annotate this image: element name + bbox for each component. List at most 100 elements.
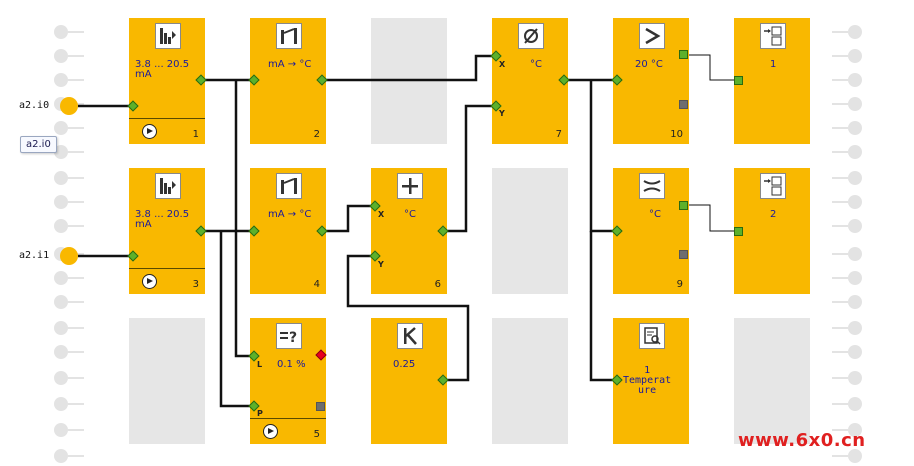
- input-pin[interactable]: [611, 74, 623, 86]
- compare-block-5[interactable]: ? 0.1 % L P 5: [248, 318, 327, 444]
- empty-slot: [734, 318, 810, 444]
- block-number: 3: [192, 279, 199, 290]
- terminal-bulb: [832, 121, 862, 135]
- terminal-bulb: [832, 321, 862, 335]
- block-number: 9: [676, 279, 683, 290]
- divider: [129, 268, 205, 269]
- wire: [688, 204, 738, 232]
- input-indicator[interactable]: [734, 227, 743, 236]
- input-pin[interactable]: [127, 100, 139, 112]
- output-block-2[interactable]: 2: [734, 168, 810, 294]
- block-value: 3.8 ... 20.5 mA: [135, 59, 190, 80]
- convert-block-2[interactable]: mA → °C 2: [248, 18, 328, 144]
- terminal-bulb: [54, 371, 84, 385]
- play-icon[interactable]: [142, 274, 157, 289]
- empty-slot: [129, 318, 205, 444]
- empty-slot: [492, 318, 568, 444]
- convert-icon: [276, 173, 302, 199]
- terminal-bulb: [54, 195, 84, 209]
- input-pin[interactable]: [611, 225, 623, 237]
- block-value: 1 Temperat ure: [623, 365, 672, 396]
- block-value: °C: [404, 209, 416, 220]
- output-indicator-off: [679, 100, 688, 109]
- block-value: 20 °C: [635, 59, 663, 70]
- output-block-1[interactable]: 1: [734, 18, 810, 144]
- input-pin[interactable]: [611, 374, 623, 386]
- monitor-block[interactable]: 1 Temperat ure: [611, 318, 689, 444]
- block-number: 7: [555, 129, 562, 140]
- terminal-bulb: [54, 145, 84, 159]
- output-switch-icon: [760, 23, 786, 49]
- divider: [129, 118, 205, 119]
- analog-scale-icon: [155, 23, 181, 49]
- block-value: mA → °C: [268, 59, 312, 70]
- input-tooltip: a2.i0: [20, 136, 57, 153]
- terminal-bulb: [54, 171, 84, 185]
- output-indicator-on[interactable]: [679, 201, 688, 210]
- terminal-bulb: [832, 73, 862, 87]
- block-number: 4: [313, 279, 320, 290]
- input-pin[interactable]: [248, 74, 260, 86]
- input-pin[interactable]: [127, 250, 139, 262]
- output-pin-alarm[interactable]: [315, 349, 327, 361]
- block-value: °C: [649, 209, 661, 220]
- input-terminal-a2-i0[interactable]: [60, 97, 78, 115]
- convert-block-4[interactable]: mA → °C 4: [248, 168, 328, 294]
- terminal-bulb: [832, 449, 862, 463]
- block-value: 0.25: [393, 359, 416, 370]
- output-indicator-on[interactable]: [679, 50, 688, 59]
- analog-scale-icon: [155, 173, 181, 199]
- terminal-bulb: [54, 345, 84, 359]
- output-pin[interactable]: [195, 74, 207, 86]
- wire: [322, 204, 375, 233]
- block-number: 10: [670, 129, 683, 140]
- convert-icon: [276, 23, 302, 49]
- terminal-bulb: [832, 271, 862, 285]
- terminal-bulb: [832, 195, 862, 209]
- wire: [444, 104, 496, 233]
- block-value: 0.1 %: [277, 359, 306, 370]
- output-pin[interactable]: [558, 74, 570, 86]
- terminal-bulb: [54, 49, 84, 63]
- terminal-bulb: [832, 171, 862, 185]
- port-label: P: [257, 409, 263, 418]
- input-pin[interactable]: [248, 225, 260, 237]
- threshold-block-10[interactable]: 20 °C 10: [611, 18, 689, 144]
- output-pin[interactable]: [316, 225, 328, 237]
- terminal-bulb: [832, 423, 862, 437]
- block-value: °C: [530, 59, 542, 70]
- play-icon[interactable]: [263, 424, 278, 439]
- output-pin[interactable]: [437, 374, 449, 386]
- port-label: X: [499, 60, 506, 69]
- analog-input-block-1[interactable]: 3.8 ... 20.5 mA 1: [127, 18, 207, 144]
- wire: [688, 54, 738, 81]
- input-label-a2-i0: a2.i0: [19, 100, 50, 111]
- window-block-9[interactable]: °C 9: [611, 168, 689, 294]
- terminal-bulb: [54, 271, 84, 285]
- terminal-bulb: [54, 449, 84, 463]
- constant-block[interactable]: 0.25: [371, 318, 449, 444]
- average-icon: [518, 23, 544, 49]
- block-value: mA → °C: [268, 209, 312, 220]
- input-label-a2-i1: a2.i1: [19, 250, 50, 261]
- block-value: 1: [770, 59, 777, 70]
- block-number: 2: [313, 129, 320, 140]
- terminal-bulb: [832, 25, 862, 39]
- play-icon[interactable]: [142, 124, 157, 139]
- analog-input-block-3[interactable]: 3.8 ... 20.5 mA 3: [127, 168, 207, 294]
- output-pin[interactable]: [195, 225, 207, 237]
- terminal-bulb: [54, 25, 84, 39]
- terminal-bulb: [54, 219, 84, 233]
- output-pin[interactable]: [437, 225, 449, 237]
- input-indicator[interactable]: [734, 76, 743, 85]
- average-block-7[interactable]: °C X Y 7: [490, 18, 570, 144]
- output-indicator-off: [679, 250, 688, 259]
- watermark: www.6x0.cn: [738, 430, 866, 451]
- terminal-bulb: [54, 73, 84, 87]
- add-block-6[interactable]: °C X Y 6: [369, 168, 449, 294]
- port-label: Y: [499, 109, 505, 118]
- input-terminal-a2-i1[interactable]: [60, 247, 78, 265]
- output-pin[interactable]: [316, 74, 328, 86]
- port-label: L: [257, 360, 263, 369]
- terminal-bulb: [54, 321, 84, 335]
